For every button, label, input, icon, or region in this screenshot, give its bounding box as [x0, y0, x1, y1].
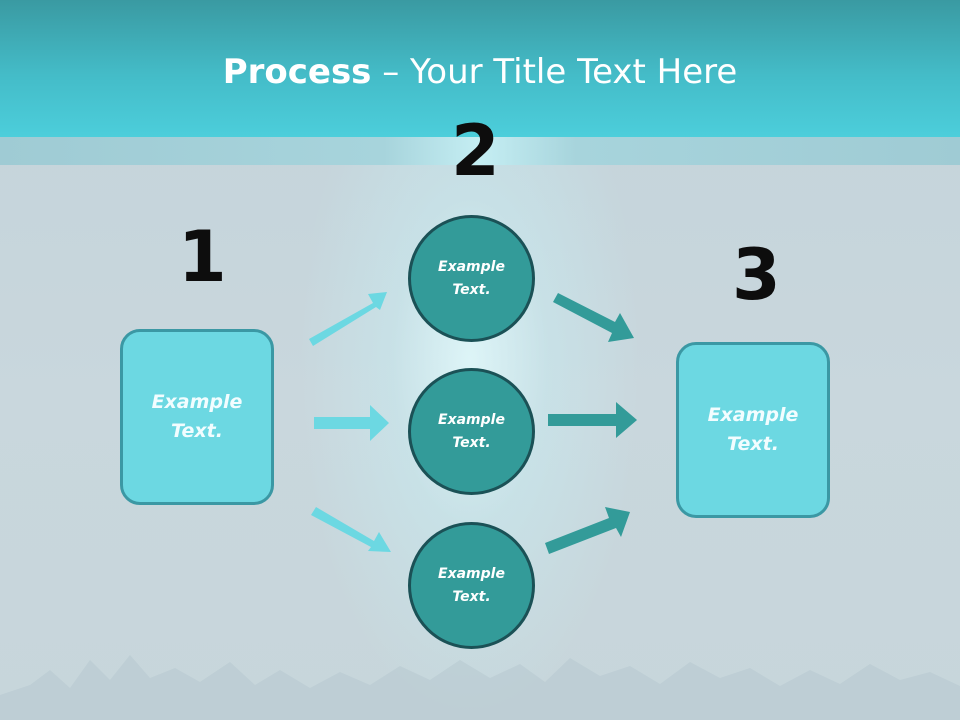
circle-top-text: Example Text.: [438, 258, 505, 298]
right-box: Example Text.: [676, 342, 830, 518]
header-bar: [0, 0, 960, 137]
circle-middle: Example Text.: [408, 368, 535, 495]
left-box: Example Text.: [120, 329, 274, 505]
arrow-top-to-right: [553, 293, 634, 342]
circle-bottom-text: Example Text.: [438, 565, 505, 605]
title-bold: Process: [222, 52, 372, 92]
arrow-left-to-bottom: [311, 507, 391, 552]
circle-bottom: Example Text.: [408, 522, 535, 649]
slide-title: Process – Your Title Text Here: [0, 52, 960, 92]
left-box-text: Example Text.: [151, 391, 243, 442]
tree-silhouette: [0, 655, 960, 720]
step-number-3: 3: [732, 234, 781, 316]
right-box-text: Example Text.: [707, 404, 799, 455]
step-number-1: 1: [178, 216, 227, 298]
arrow-left-to-middle: [314, 405, 389, 441]
header-band: [0, 137, 960, 165]
arrow-left-to-top: [309, 292, 387, 346]
circle-middle-text: Example Text.: [438, 411, 505, 451]
circle-top: Example Text.: [408, 215, 535, 342]
title-rest: – Your Title Text Here: [371, 52, 738, 92]
step-number-2: 2: [451, 110, 500, 192]
arrow-bottom-to-right: [545, 507, 630, 554]
arrow-middle-to-right: [548, 402, 637, 438]
